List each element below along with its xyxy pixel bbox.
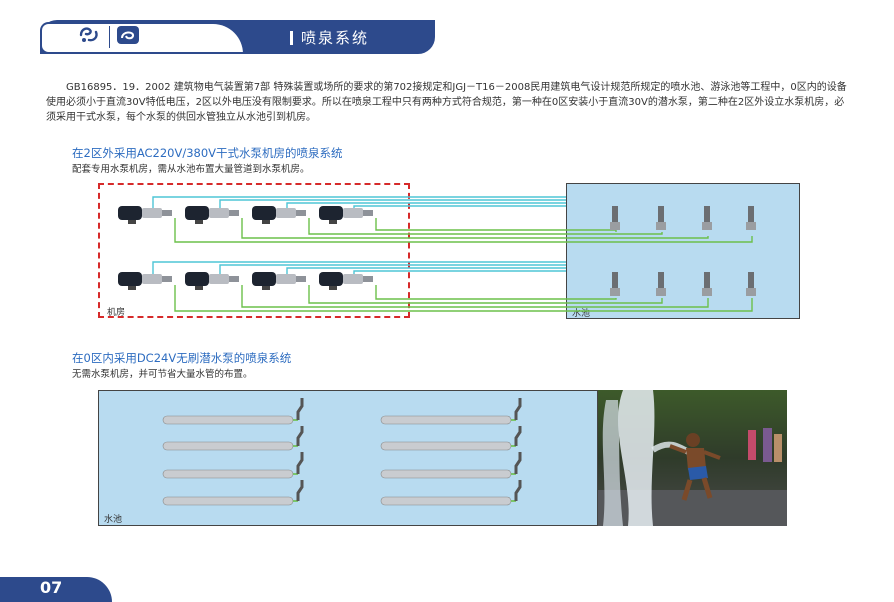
dry-pump-icon [185,272,239,290]
section2-heading: 在0区内采用DC24V无刷潜水泵的喷泉系统 [72,351,292,365]
fountain-nozzle-icon [702,206,712,230]
dry-pump-icon [319,206,373,224]
fountain-nozzle-icon [656,272,666,296]
pool-area-1 [566,183,800,319]
fountain-nozzle-icon [656,206,666,230]
fresh-water-logo-icon [117,26,139,44]
submersible-pump-diagram [162,398,522,506]
submersible-pump-icon [380,426,522,451]
pump-room-diagram [118,196,756,312]
fountain-photo [598,390,787,526]
pool-label-1: 水池 [572,309,591,319]
submersible-pump-icon [162,480,304,506]
section2-subtext: 无需水泵机房，并可节省大量水管的布置。 [72,369,253,380]
machine-room-box [98,183,410,318]
fountain-nozzle-icon [702,272,712,296]
section1-heading: 在2区外采用AC220V/380V干式水泵机房的喷泉系统 [72,146,343,160]
submersible-pump-icon [380,480,522,506]
submersible-pump-icon [162,426,304,451]
page-number: 07 [40,578,63,597]
logo-divider [109,26,110,48]
dry-pump-icon [252,272,306,290]
submersible-pump-icon [380,452,522,479]
submersible-pump-icon [380,398,522,425]
section-title: 喷泉系统 [290,27,369,48]
dry-pump-icon [185,206,239,224]
fountain-nozzle-icon [746,206,756,230]
dry-pump-icon [252,206,306,224]
dry-pump-icon [118,272,172,290]
machine-room-label: 机房 [107,308,126,318]
page-number-tab [0,577,112,602]
intro-paragraph: GB16895．19．2002 建筑物电气装置第7部 特殊装置或场所的要求的第7… [46,82,847,123]
brand-logo-icon [79,27,98,42]
fountain-nozzle-icon [746,272,756,296]
pool-label-2: 水池 [104,515,123,525]
section1-subtext: 配套专用水泵机房，需从水池布置大量管道到水泵机房。 [72,164,310,175]
dry-pump-icon [118,206,172,224]
fountain-nozzle-icon [610,272,620,296]
submersible-pump-icon [162,452,304,479]
dry-pump-icon [319,272,373,290]
fountain-nozzle-icon [610,206,620,230]
submersible-pump-icon [162,398,304,425]
logo-box [40,22,245,54]
